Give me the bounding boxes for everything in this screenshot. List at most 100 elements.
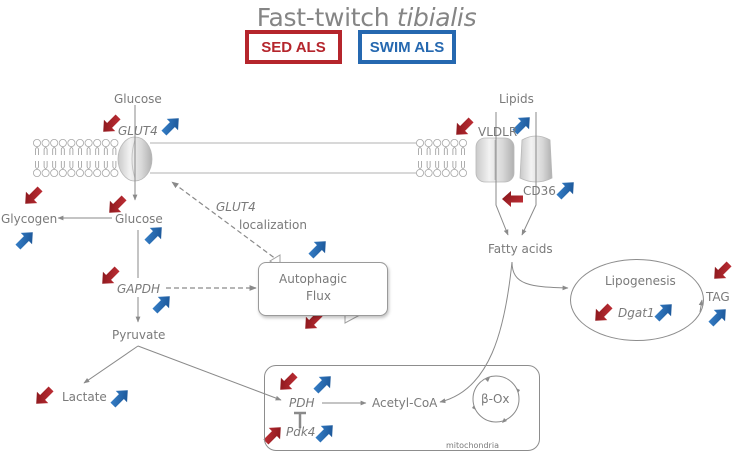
lipid-head [450,168,459,177]
sed-down-arrow-icon [25,186,43,204]
acetyl-coa-label: Acetyl-CoA [372,396,438,410]
lipid-head [76,138,85,147]
lipid-tail [426,147,431,169]
autophagy-to-glut4 [171,181,281,263]
lipid-tail [103,147,108,169]
lipid-tail [86,147,91,169]
lipid-head [433,138,442,147]
lipid-tail [452,147,457,169]
lipid-head [458,168,467,177]
lipid-head [101,168,110,177]
mitochondria-label: mitochondria [446,441,499,450]
pyruvate-to-pdh [137,345,282,401]
lipid-head [93,168,102,177]
legend-swim-als: SWIM ALS [358,30,456,64]
lipid-tail [461,147,465,169]
pyruvate-label: Pyruvate [112,328,166,342]
swim-up-arrow-icon [708,309,726,327]
lipid-tail [43,147,48,169]
autophagic-flux-box [258,262,388,316]
title-prefix: Fast-twitch [256,3,397,32]
pyruvate-to-lactate [83,345,139,384]
sed-left-arrow-icon [502,191,523,207]
gapdh-label: GAPDH [117,282,161,296]
lipid-tail [60,147,65,169]
swim-up-arrow-icon [152,296,170,314]
vldlr-channel [475,137,515,183]
sed-down-arrow-icon [714,261,732,279]
lipid-head [41,138,50,147]
swim-up-arrow-icon [556,182,574,200]
swim-up-arrow-icon [315,425,333,443]
lipid-tail [35,147,39,169]
lipid-head [433,168,442,177]
mitochondria-compartment [264,365,540,451]
sed-down-arrow-icon [36,386,54,404]
lipid-tail [443,147,448,169]
sed-down-arrow-icon [109,195,127,213]
glucose-intracellular-label: Glucose [115,212,163,226]
lipid-tail [78,147,82,169]
beta-ox-label: β-Ox [481,392,510,406]
fatty-acids-label: Fatty acids [488,242,553,256]
pdk4-label: Pdk4 [286,425,316,439]
lipid-head [441,138,450,147]
glut4-localization-label: localization [239,218,307,232]
cd36-label: CD36 [523,184,556,198]
lipids-label: Lipids [499,92,534,106]
legend-sed-als: SED ALS [245,30,342,64]
lipid-tail [112,147,117,169]
lipid-head [84,168,93,177]
swim-up-arrow-icon [308,241,326,259]
lipid-head [424,138,433,147]
swim-up-arrow-icon [144,227,162,245]
autophagic-flux-label-line2: Flux [306,289,331,303]
legend-swim-als-label: SWIM ALS [369,38,445,56]
vldlr-label: VLDLR [478,125,518,139]
vldlr-transport-line [495,112,509,236]
lipid-head [41,168,50,177]
lipid-head [110,168,119,177]
glycogen-label: Glycogen [1,212,58,226]
lipid-bilayer [33,138,467,177]
lipid-head [84,138,93,147]
lipid-tail [418,147,422,169]
lipid-head [76,168,85,177]
lipid-head [441,168,450,177]
lipid-head [33,138,42,147]
title-italic: tibialis [396,3,477,32]
beta-ox-cycle [472,375,520,423]
lipid-head [50,138,59,147]
autophagic-flux-label-line1: Autophagic [279,272,347,286]
lipid-head [33,168,42,177]
lipid-head [458,138,467,147]
lipogenesis-compartment [570,259,704,341]
lipid-head [110,138,119,147]
lipid-tail [52,147,57,169]
sed-down-arrow-icon [280,372,298,390]
legend-sed-als-label: SED ALS [261,38,326,56]
sed-down-arrow-icon [456,117,474,135]
pdh-label: PDH [289,396,315,410]
lipid-head [424,168,433,177]
glut4-localization-gene-label: GLUT4 [216,200,256,214]
glut4-label: GLUT4 [118,124,158,138]
swim-up-arrow-icon [313,376,331,394]
lipogenesis-label: Lipogenesis [605,274,676,288]
lipid-head [415,168,424,177]
lipid-head [101,138,110,147]
lipid-tail [95,147,100,169]
lipid-tail [435,147,440,169]
diagram-title: Fast-twitch tibialis [0,3,733,32]
lipid-head [450,138,459,147]
lactate-label: Lactate [62,390,107,404]
lipid-head [415,138,424,147]
swim-up-arrow-icon [15,232,33,250]
sed-down-arrow-icon [103,114,121,132]
cd36-transport-line [521,112,537,236]
lipid-head [67,168,76,177]
swim-up-arrow-icon [161,118,179,136]
swim-up-arrow-icon [512,117,530,135]
lipid-tail [69,147,74,169]
